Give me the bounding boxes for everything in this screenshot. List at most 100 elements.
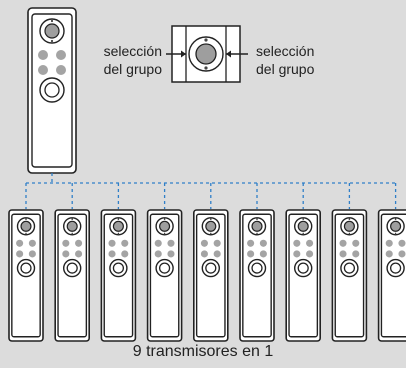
gray-button-icon [154,239,162,247]
selector-dot-bottom-icon [71,232,73,235]
selector-dot-top-icon [302,218,304,220]
gray-button-icon [16,250,24,258]
selector-center-icon [297,220,309,232]
selector-dot-bottom-icon [394,232,397,235]
gray-button-icon [167,250,175,258]
main-remote [27,7,77,174]
bottom-button-inner-icon [343,262,356,274]
small-remote [54,209,91,342]
small-remote [100,209,137,342]
zoom-dot-top-icon [204,38,208,42]
selector-dot-top-icon [50,19,54,23]
small-remote [331,209,368,342]
bottom-button-inner-icon [251,262,263,274]
gray-button-icon [108,250,116,258]
gray-button-icon [398,239,406,247]
gray-button-icon [154,250,162,258]
selector-center-icon [343,220,355,232]
bottom-button-inner-icon [158,262,171,274]
gray-button-icon [75,239,83,247]
bottom-button-inner-icon [44,82,60,98]
gray-button-icon [28,250,36,258]
bottom-button-inner-icon [297,262,309,274]
gray-button-icon [62,250,70,258]
gray-button-icon [293,239,301,247]
bottom-button-inner-icon [20,262,32,274]
gray-button-icon [259,250,267,258]
small-remote [8,209,44,342]
group-selection-label-right: selección del grupo [256,42,314,78]
selector-dot-top-icon [117,218,120,220]
gray-button-icon [62,239,70,247]
selector-dot-top-icon [348,218,351,220]
gray-button-icon [385,239,393,247]
selector-dot-bottom-icon [210,232,212,235]
gray-button-icon [293,250,301,258]
gray-button-icon [247,239,255,247]
group-selection-label-right-line2: del grupo [256,61,315,77]
zoom-wheel-center-icon [195,43,217,65]
gray-button-icon [200,239,208,247]
selector-dot-top-icon [256,218,258,220]
gray-button-icon [352,250,360,258]
gray-button-icon [75,250,83,258]
small-remote [285,209,322,342]
zoom-dot-bottom-icon [204,66,208,70]
bottom-button-inner-icon [112,262,125,274]
selector-center-icon [205,220,217,232]
small-remote [193,209,229,342]
gray-button-icon [213,239,221,247]
gray-button-icon [38,50,48,60]
selector-dot-top-icon [71,218,73,220]
gray-button-icon [259,239,267,247]
selector-dot-top-icon [163,218,166,220]
caption: 9 transmisores en 1 [132,343,274,360]
gray-button-icon [167,239,175,247]
selector-center-icon [20,220,32,232]
gray-button-icon [28,239,36,247]
selector-dot-top-icon [210,218,212,220]
gray-button-icon [213,250,221,258]
gray-button-icon [108,239,116,247]
group-selection-label-left-line2: del grupo [103,61,162,77]
selector-dot-bottom-icon [302,232,304,235]
selector-dot-bottom-icon [348,232,351,235]
gray-button-icon [385,250,393,258]
selector-center-icon [159,220,171,232]
small-remote [377,209,406,342]
selector-dot-bottom-icon [256,232,258,235]
gray-button-icon [56,65,66,75]
gray-button-icon [339,250,347,258]
gray-button-icon [56,50,66,60]
selector-zoom [166,25,248,83]
gray-button-icon [306,250,314,258]
gray-button-icon [200,250,208,258]
gray-button-icon [247,250,255,258]
selector-center-icon [251,220,263,232]
bottom-button-inner-icon [389,262,402,274]
group-selection-label-left: selección del grupo [90,42,162,78]
gray-button-icon [38,65,48,75]
bottom-button-inner-icon [66,262,78,274]
gray-button-icon [352,239,360,247]
selector-dot-bottom-icon [50,39,54,43]
selector-dot-bottom-icon [117,232,120,235]
group-selection-label-left-line1: selección [103,43,162,59]
gray-button-icon [398,250,406,258]
bottom-button-inner-icon [205,262,217,274]
selector-center-icon [44,23,60,39]
arrow-left-head-icon [181,50,186,58]
gray-button-icon [16,239,24,247]
selector-dot-bottom-icon [163,232,166,235]
gray-button-icon [121,250,129,258]
selector-center-icon [66,220,78,232]
small-remote [239,209,275,342]
gray-button-icon [339,239,347,247]
arrow-right-head-icon [226,50,231,58]
dashed-connectors [25,173,397,209]
selector-dot-top-icon [394,218,397,220]
selector-center-icon [112,220,124,232]
group-selection-label-right-line1: selección [256,43,315,59]
